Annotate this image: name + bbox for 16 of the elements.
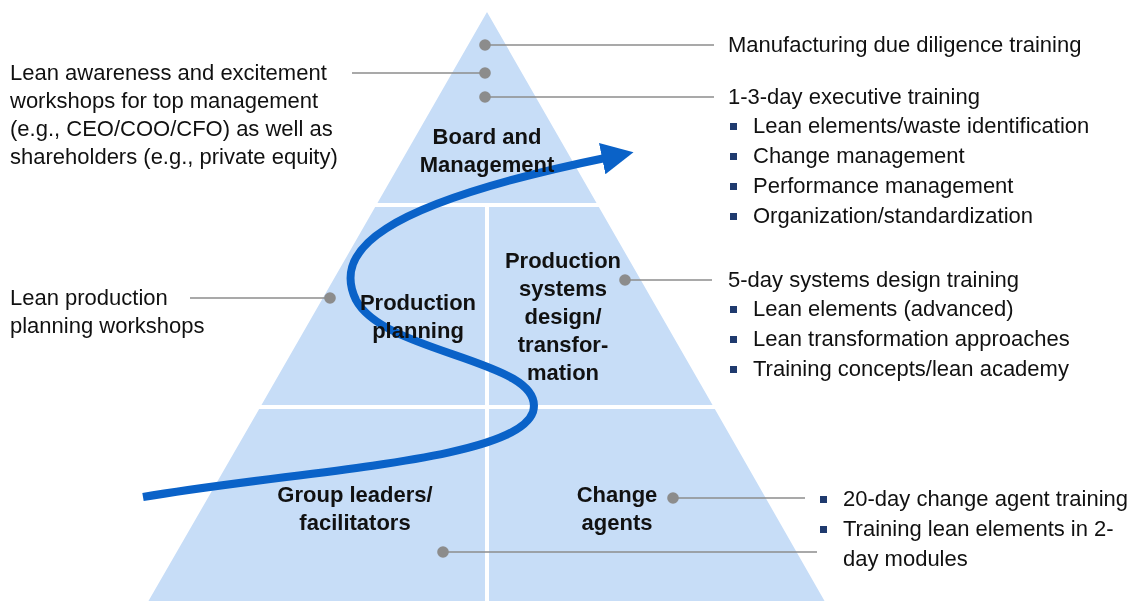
annotation-text: 5-day systems design training	[728, 266, 1021, 294]
leader-line	[351, 67, 491, 79]
section-label: Group leaders/ facilitators	[276, 481, 434, 537]
section-label: Production systems design/ transfor-mation	[503, 247, 623, 387]
leader-line	[667, 492, 806, 504]
annotation-text: 1-3-day executive training	[728, 83, 981, 111]
leader-line	[619, 274, 713, 286]
leader-line	[437, 546, 818, 558]
annotation-text: Lean production planning workshops	[10, 284, 206, 340]
leader-line	[479, 91, 715, 103]
annotation-text: Lean awareness and excitement workshops for top management (e.g., CEO/COO/CFO) as well as shareholders (e.g., private equity)	[10, 59, 339, 171]
leader-line	[479, 39, 715, 51]
section-label: Board and Management	[418, 123, 556, 179]
leader-line	[189, 292, 336, 304]
section-label: Change agents	[575, 481, 659, 537]
annotation-text: Manufacturing due diligence training	[728, 31, 1083, 59]
